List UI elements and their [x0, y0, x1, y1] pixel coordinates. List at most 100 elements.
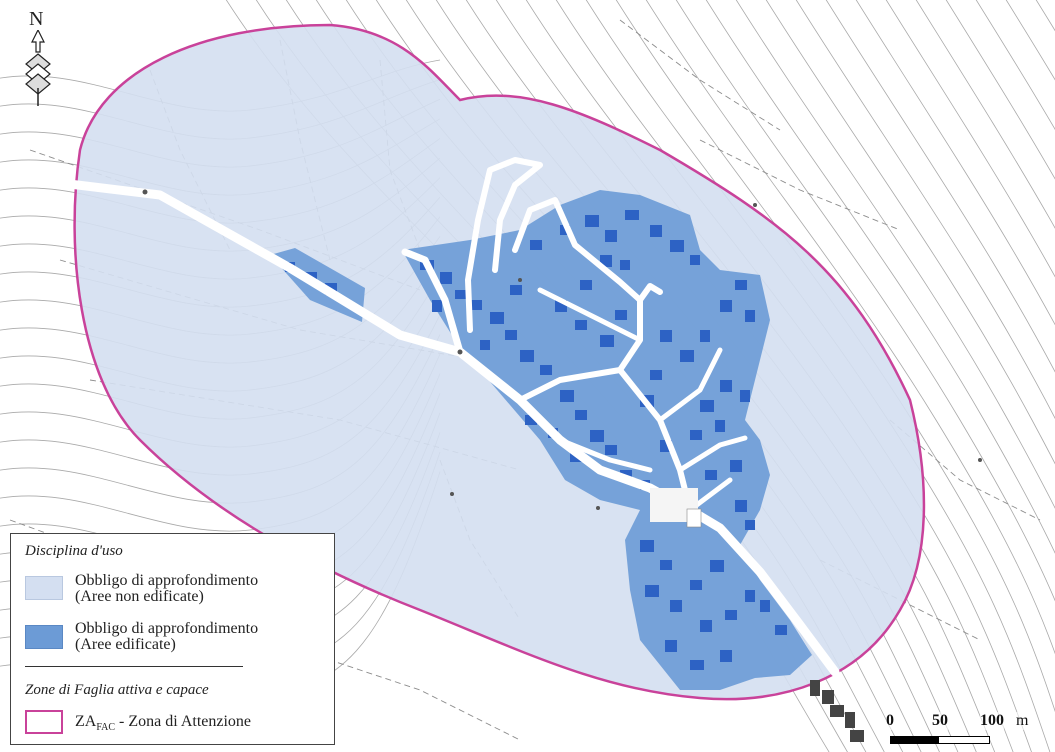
building: [660, 560, 672, 570]
building: [705, 470, 717, 480]
scale-tick-50: 50: [932, 712, 948, 730]
building: [600, 255, 612, 267]
building: [745, 310, 755, 322]
legend-entry-line1: Obbligo di approfondimento: [75, 572, 259, 589]
building: [735, 280, 747, 290]
building: [432, 300, 442, 312]
building: [525, 415, 537, 425]
building: [510, 285, 522, 295]
legend-entry-line2: (Aree non edificate): [75, 588, 204, 605]
zone-suffix: - Zona di Attenzione: [115, 713, 252, 730]
scale-bar: 0 50 100 m: [880, 708, 1050, 748]
building: [660, 330, 672, 342]
building: [730, 460, 742, 472]
building: [775, 625, 787, 635]
building: [490, 312, 504, 324]
legend-divider: [25, 666, 243, 667]
building: [700, 330, 710, 342]
legend-swatch-built: [25, 625, 63, 649]
building: [720, 300, 732, 312]
building: [605, 445, 617, 455]
building: [650, 225, 662, 237]
legend-entry-built: Obbligo di approfondimento (Aree edifica…: [75, 621, 258, 653]
building: [615, 310, 627, 320]
building: [470, 300, 482, 310]
building: [620, 260, 630, 270]
contour-line: [945, 0, 1055, 180]
contour-line: [1005, 0, 1055, 81]
building: [670, 600, 682, 612]
building: [530, 240, 542, 250]
map-legend: Disciplina d'uso Obbligo di approfondime…: [10, 533, 335, 745]
contour-line: [1035, 0, 1055, 32]
building: [580, 280, 592, 290]
road-network: [15, 157, 840, 677]
contour-line: [795, 0, 1055, 419]
building: [740, 390, 750, 402]
building: [575, 410, 587, 420]
building: [760, 600, 770, 612]
building: [690, 430, 702, 440]
contour-line: [855, 0, 1055, 326]
building: [640, 540, 654, 552]
building: [715, 420, 725, 432]
building: [720, 380, 732, 392]
building: [560, 390, 574, 402]
outside-buildings: [810, 680, 864, 742]
building: [700, 620, 712, 632]
north-arrow: N: [24, 8, 52, 108]
survey-points: [142, 189, 982, 510]
building: [680, 350, 694, 362]
building: [745, 590, 755, 602]
legend-title: Disciplina d'uso: [25, 543, 123, 559]
building: [700, 400, 714, 412]
building: [665, 640, 677, 652]
building: [560, 225, 570, 235]
building: [690, 660, 704, 670]
north-label: N: [29, 8, 44, 30]
building: [600, 335, 614, 347]
building: [605, 230, 617, 242]
building: [720, 650, 732, 662]
scale-tick-100: 100: [980, 712, 1004, 730]
legend-entry-line1: Obbligo di approfondimento: [75, 620, 259, 637]
building: [590, 430, 604, 442]
building: [725, 610, 737, 620]
contour-line: [765, 0, 1055, 465]
building: [645, 585, 659, 597]
building: [585, 215, 599, 227]
scale-bar-white: [938, 736, 990, 744]
contour-line: [645, 0, 1055, 655]
legend-subtitle: Zone di Faglia attiva e capace: [25, 682, 209, 698]
legend-swatch-non-built: [25, 576, 63, 600]
building: [650, 370, 662, 380]
building: [710, 560, 724, 572]
building: [480, 340, 490, 350]
north-arrow-icon: [25, 30, 51, 106]
contour-line: [975, 0, 1055, 130]
contour-line: [735, 0, 1055, 509]
building: [520, 350, 534, 362]
building: [670, 240, 684, 252]
building: [690, 580, 702, 590]
building: [440, 272, 452, 284]
building: [625, 210, 639, 220]
contour-line: [885, 0, 1055, 278]
contour-line: [915, 0, 1055, 229]
legend-zone-label: ZAFAC - Zona di Attenzione: [75, 713, 251, 733]
zone-prefix: ZA: [75, 713, 97, 730]
building: [745, 520, 755, 530]
building: [540, 365, 552, 375]
building: [575, 320, 587, 330]
contour-line: [705, 0, 1055, 554]
contour-line: [675, 0, 1055, 602]
scale-bar-black: [890, 736, 938, 744]
building: [455, 290, 469, 299]
legend-swatch-zone: [25, 710, 63, 734]
legend-entry-line2: (Aree edificate): [75, 636, 176, 653]
building: [735, 500, 747, 512]
contour-line: [825, 0, 1055, 373]
church-building: [686, 508, 702, 528]
building: [690, 255, 700, 265]
